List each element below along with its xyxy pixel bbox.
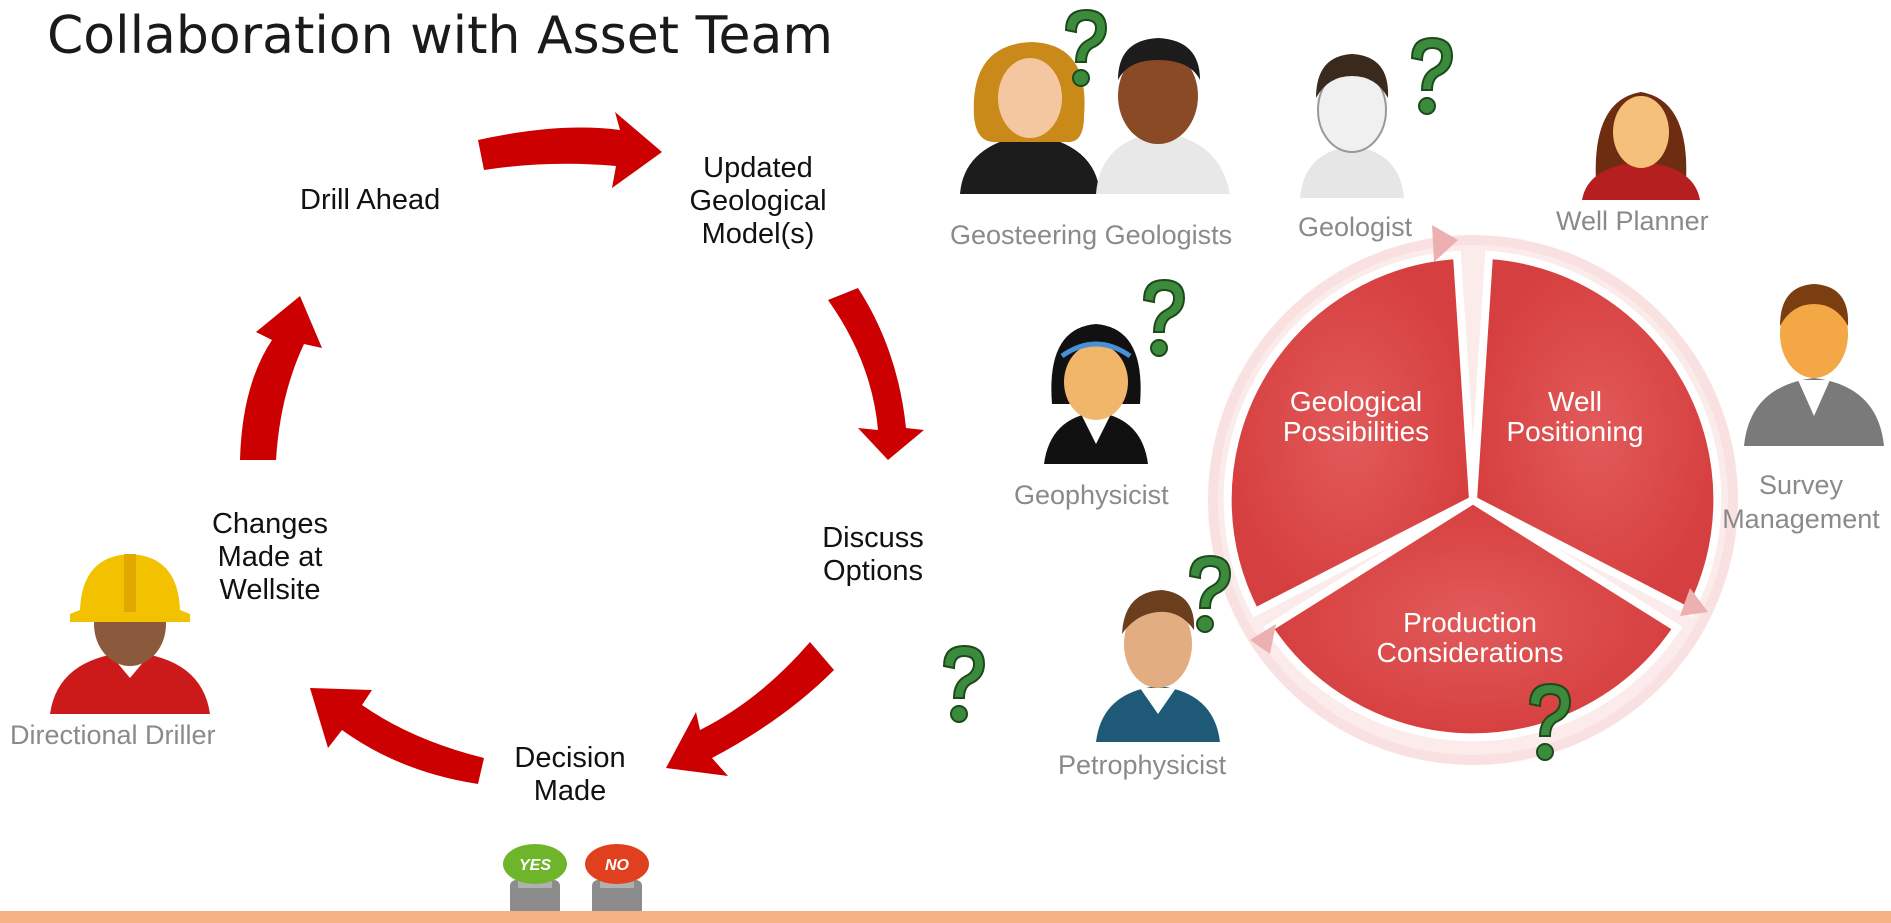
- label-geosteering-geologists: Geosteering Geologists: [950, 220, 1233, 250]
- question-mark-icon: [1188, 554, 1232, 633]
- label-petrophysicist: Petrophysicist: [1058, 750, 1227, 780]
- directional-driller-icon: [50, 554, 210, 714]
- label-updated-model: Updated Geological Model(s): [689, 152, 827, 250]
- cycle-arrows: [240, 112, 924, 784]
- label-well-planner: Well Planner: [1556, 206, 1709, 236]
- yes-button-icon: [503, 844, 567, 884]
- arrow-right-top: [828, 288, 924, 460]
- pie-sector-geological: [1223, 250, 1478, 618]
- question-mark-icon: [1528, 682, 1572, 761]
- question-mark-icon: [1410, 36, 1454, 115]
- yes-no-buttons: YES NO: [503, 844, 649, 916]
- well-planner-icon: [1582, 92, 1700, 200]
- bottom-accent-bar: [0, 911, 1891, 923]
- survey-management-icon: [1744, 284, 1884, 446]
- arrow-left: [240, 296, 322, 460]
- geosteering-geologists-icon: [960, 38, 1230, 194]
- pie-sector-well: [1468, 250, 1722, 618]
- pie-group: [1208, 225, 1738, 765]
- pie-label-production: Production Considerations: [1376, 607, 1564, 668]
- question-mark-icon: [942, 644, 986, 723]
- label-survey-management: Survey Management: [1722, 470, 1880, 534]
- arrow-top: [478, 112, 662, 188]
- label-directional-driller: Directional Driller: [10, 720, 216, 750]
- geologist-icon: [1300, 54, 1404, 198]
- arrow-right-bottom: [666, 642, 834, 776]
- no-button-icon: [585, 844, 649, 884]
- question-mark-icon: [1064, 8, 1108, 87]
- label-changes-made: Changes Made at Wellsite: [211, 508, 329, 606]
- label-drill-ahead: Drill Ahead: [300, 184, 441, 216]
- yes-button-label: YES: [519, 857, 551, 874]
- question-mark-icon: [1142, 278, 1186, 357]
- no-button-label: NO: [605, 857, 630, 874]
- label-discuss-options: Discuss Options: [822, 522, 924, 587]
- page-title: Collaboration with Asset Team: [47, 6, 834, 66]
- pie-label-well: Well Positioning: [1506, 386, 1644, 447]
- arrow-bottom-left: [310, 688, 484, 784]
- label-geologist: Geologist: [1298, 212, 1413, 242]
- label-geophysicist: Geophysicist: [1014, 480, 1169, 510]
- pie-sector-production: [1263, 495, 1683, 742]
- label-decision-made: Decision Made: [514, 742, 626, 807]
- petrophysicist-icon: [1096, 590, 1220, 742]
- pie-label-geological: Geological Possibilities: [1282, 386, 1430, 447]
- geophysicist-icon: [1044, 324, 1148, 464]
